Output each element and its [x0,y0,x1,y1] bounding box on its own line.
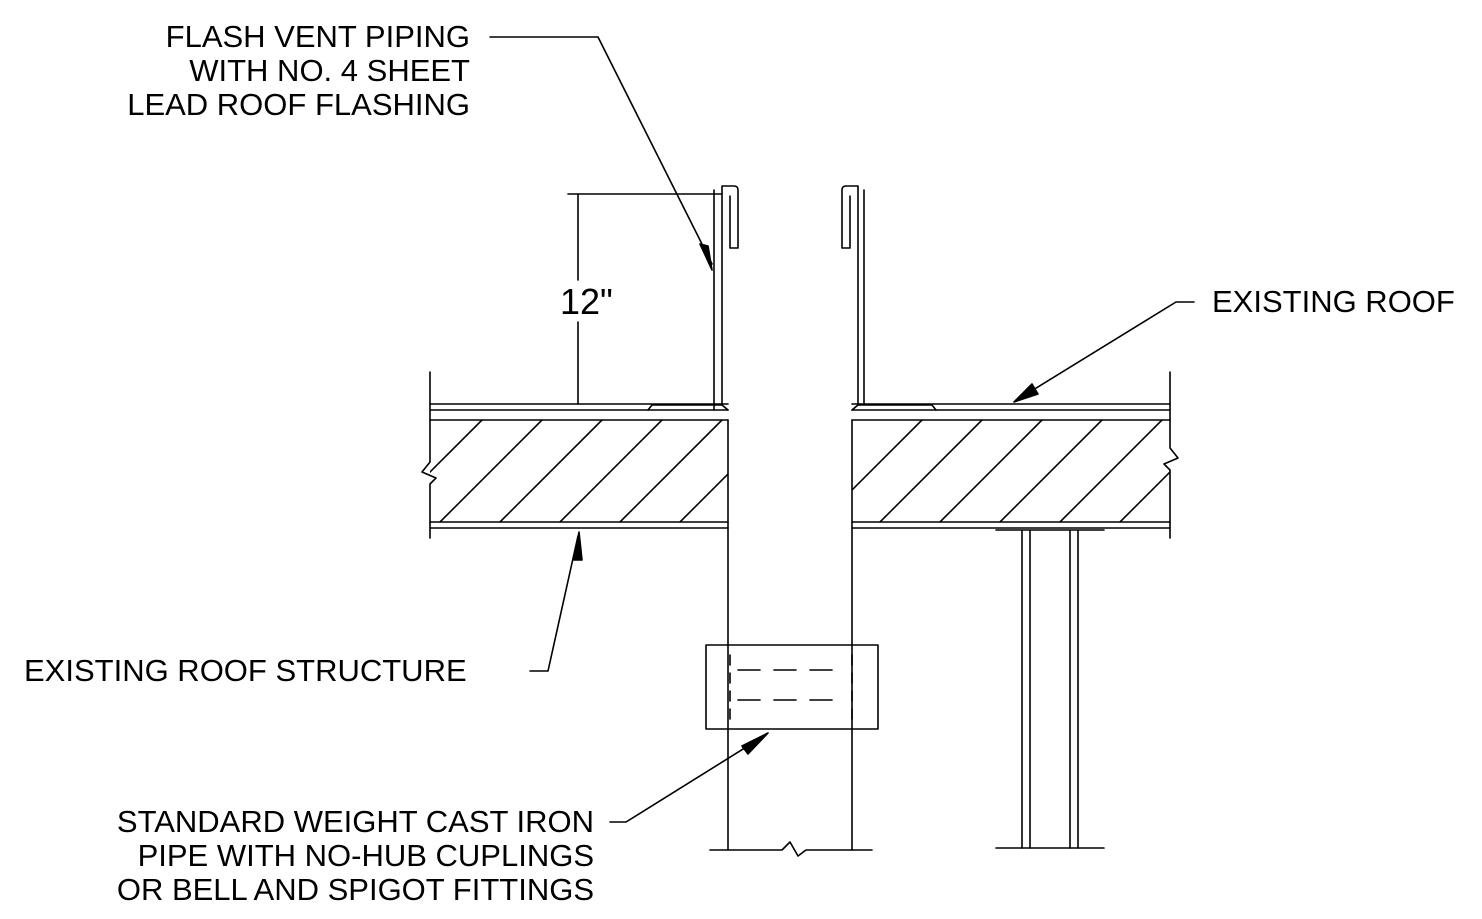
leader-cast-iron-pipe [609,732,769,823]
label-existing-roof: EXISTING ROOF [1212,284,1455,319]
leader-existing-roof-structure [529,531,583,672]
label-cast-iron-pipe: STANDARD WEIGHT CAST IRON PIPE WITH NO-H… [117,805,594,907]
existing-roof-membrane [429,403,1171,421]
label-line: LEAD ROOF FLASHING [127,87,470,122]
label-line: WITH NO. 4 SHEET [189,53,470,88]
leader-existing-roof [1013,301,1195,403]
label-line: FLASH VENT PIPING [165,19,470,54]
lead-roof-flashing [647,185,937,411]
steel-beam-support [995,529,1105,849]
existing-roof-structure-slab [421,371,1179,539]
label-line: OR BELL AND SPIGOT FITTINGS [116,872,594,907]
label-existing-roof-structure: EXISTING ROOF STRUCTURE [24,653,467,688]
label-line: PIPE WITH NO-HUB CUPLINGS [137,838,594,873]
label-line: STANDARD WEIGHT CAST IRON [116,804,594,839]
leader-flash-vent [489,36,713,271]
label-flash-vent-piping: FLASH VENT PIPING WITH NO. 4 SHEET LEAD … [127,20,470,122]
no-hub-coupling [705,644,879,730]
dimension-12-inch [567,193,723,405]
dimension-label: 12" [560,281,613,322]
cast-iron-vent-pipe [709,419,873,857]
